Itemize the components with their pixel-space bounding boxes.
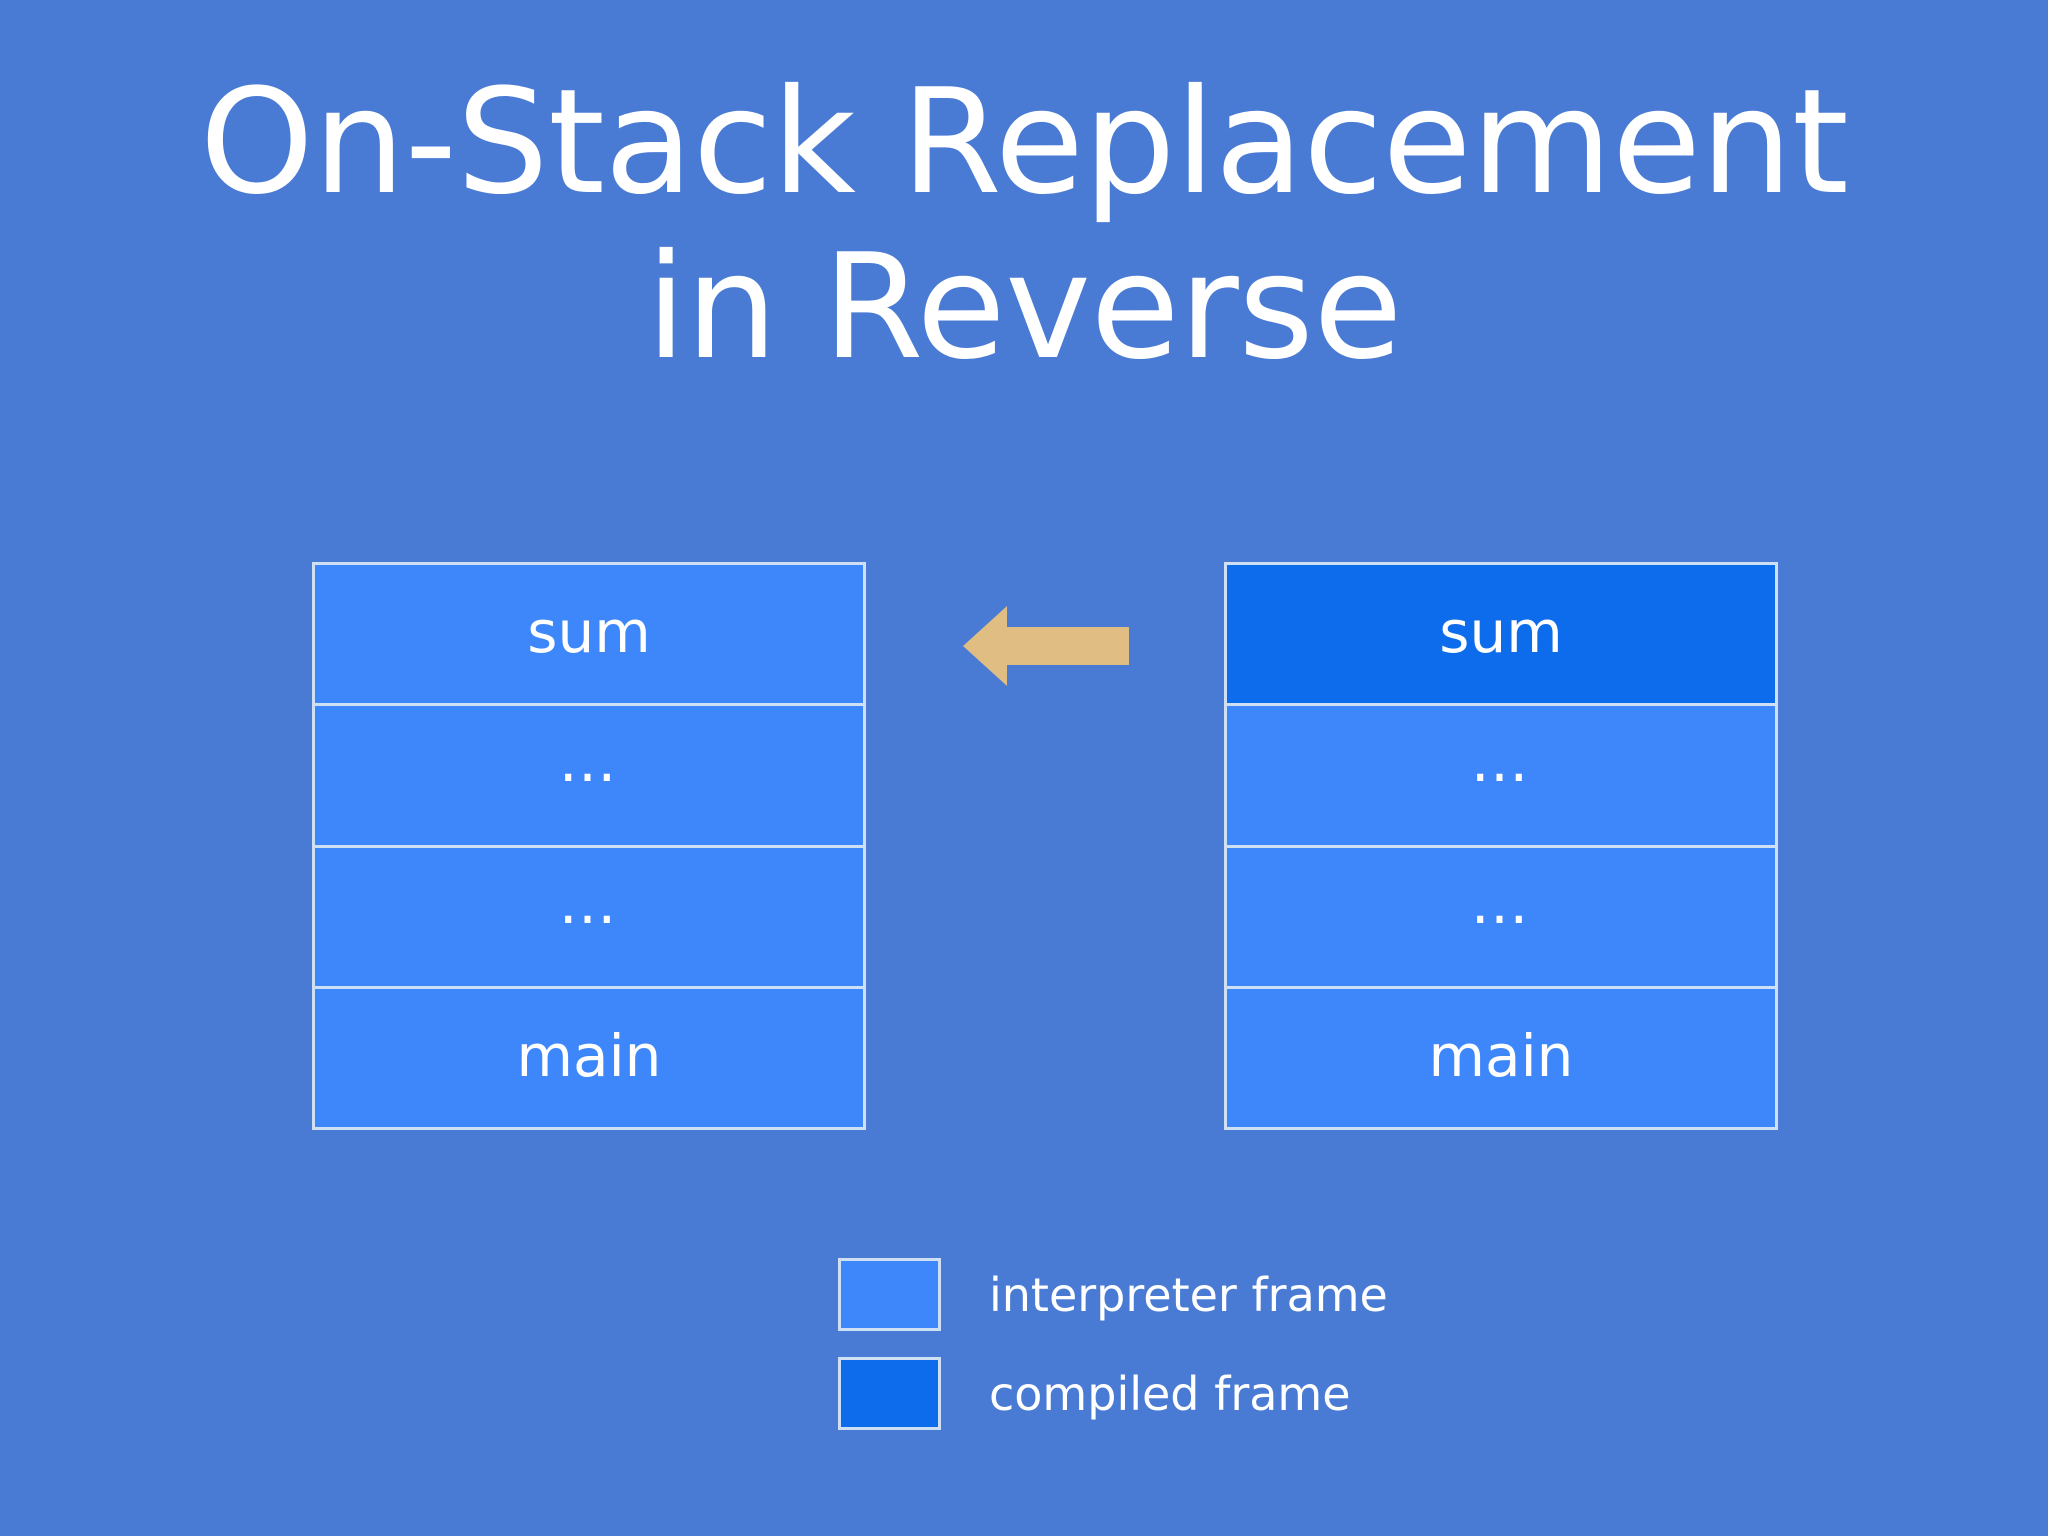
legend-swatch-interpreter bbox=[838, 1258, 941, 1331]
legend-label-compiled: compiled frame bbox=[989, 1366, 1351, 1421]
stack-frame-label: … bbox=[558, 868, 620, 937]
stack-frame-main: main bbox=[312, 985, 866, 1130]
left-arrow-icon bbox=[963, 606, 1129, 686]
stack-frame-label: sum bbox=[1439, 598, 1563, 667]
stack-frame-ellipsis-1: … bbox=[1224, 703, 1778, 845]
stack-frame-ellipsis-2: … bbox=[312, 844, 866, 986]
legend-item-interpreter-frame: interpreter frame bbox=[838, 1258, 1538, 1331]
stack-frame-sum: sum bbox=[312, 562, 866, 704]
stack-frame-sum: sum bbox=[1224, 562, 1778, 704]
stack-diagram-left: sum … … main bbox=[312, 562, 866, 1130]
stack-frame-label: sum bbox=[527, 598, 651, 667]
stack-frame-label: … bbox=[1470, 727, 1532, 796]
stack-frame-label: … bbox=[1470, 868, 1532, 937]
title-line-1: On-Stack Replacement bbox=[199, 58, 1849, 227]
stack-diagram-right: sum … … main bbox=[1224, 562, 1778, 1130]
stack-frame-ellipsis-2: … bbox=[1224, 844, 1778, 986]
stack-frame-label: main bbox=[1428, 1021, 1574, 1090]
left-arrow-shape bbox=[963, 606, 1129, 686]
stack-frame-label: … bbox=[558, 727, 620, 796]
legend-item-compiled-frame: compiled frame bbox=[838, 1357, 1538, 1430]
stack-frame-ellipsis-1: … bbox=[312, 703, 866, 845]
title-line-2: in Reverse bbox=[645, 223, 1403, 393]
stack-frame-label: main bbox=[516, 1021, 662, 1090]
legend: interpreter frame compiled frame bbox=[838, 1258, 1538, 1430]
stack-frame-main: main bbox=[1224, 985, 1778, 1130]
legend-swatch-compiled bbox=[838, 1357, 941, 1430]
legend-label-interpreter: interpreter frame bbox=[989, 1267, 1388, 1322]
slide-title: On-Stack Replacement in Reverse bbox=[0, 60, 2048, 391]
